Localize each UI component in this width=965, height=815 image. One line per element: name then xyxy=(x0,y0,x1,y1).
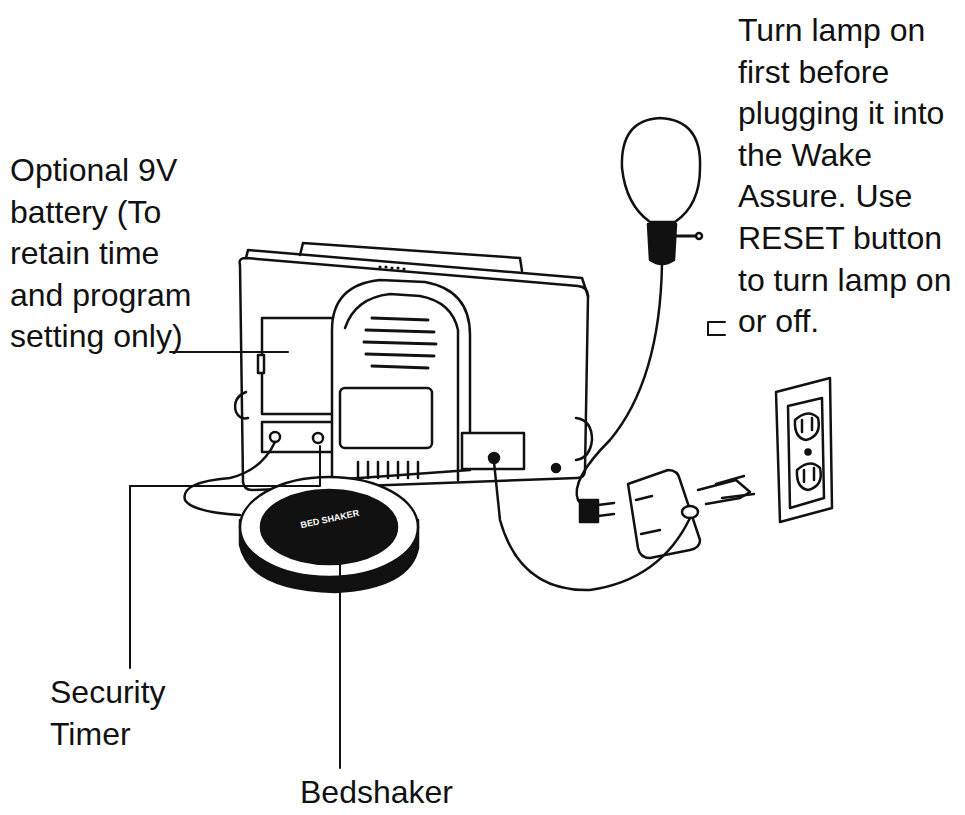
housing-handle xyxy=(300,243,522,271)
power-plug xyxy=(628,470,700,558)
clock-housing xyxy=(240,258,588,490)
wall-outlet xyxy=(776,378,832,522)
lamp-bulb xyxy=(622,118,700,222)
leader-line xyxy=(130,446,320,668)
speaker-dome xyxy=(332,280,470,480)
leader-line xyxy=(708,334,725,336)
power-cord xyxy=(494,462,690,590)
leader-line xyxy=(170,351,288,353)
lamp-note: Turn lamp on first before plugging it in… xyxy=(738,10,960,343)
battery-label: Optional 9V battery (To retain time and … xyxy=(10,150,210,358)
lamp-socket xyxy=(648,224,676,264)
lamp-cord xyxy=(577,264,662,506)
part-label: Bedshaker xyxy=(300,772,500,814)
battery-compartment xyxy=(262,318,334,414)
part-label: Security Timer xyxy=(50,672,200,755)
leader-line xyxy=(708,322,725,335)
leader-line xyxy=(339,560,341,768)
